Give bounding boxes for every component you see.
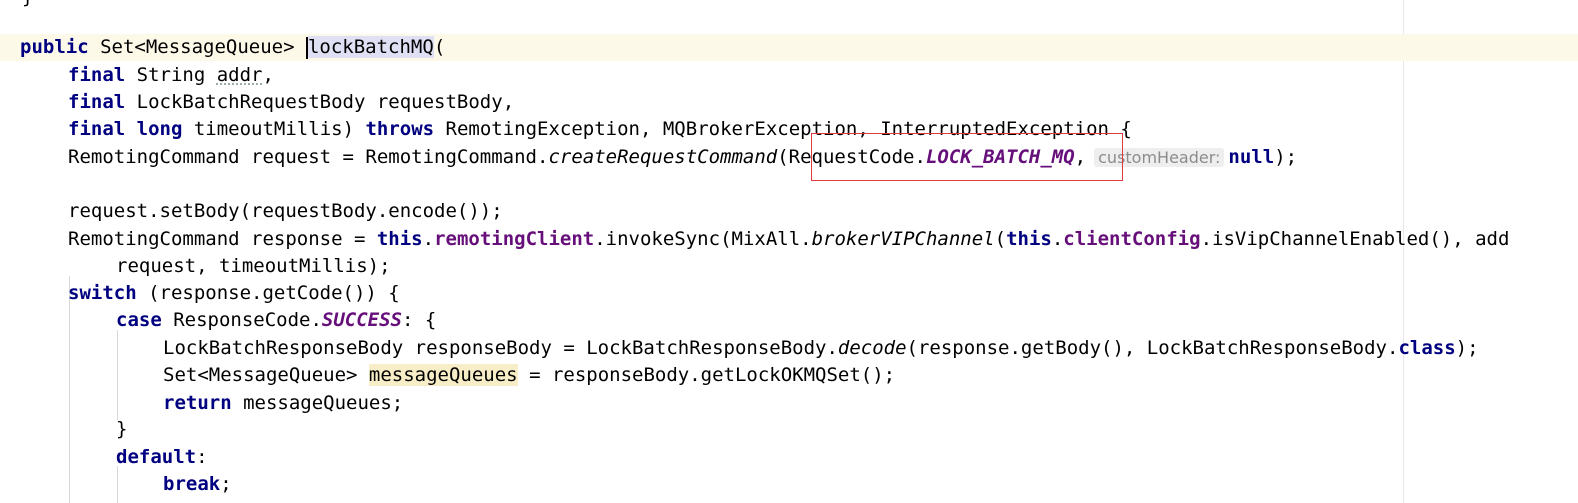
exceptions: RemotingException, MQBrokerException, In… [434, 118, 1132, 140]
keyword: class [1398, 337, 1456, 359]
param-type: String [125, 64, 217, 86]
code-text: request.setBody(requestBody.encode()); [68, 200, 503, 222]
code-line-param-addr[interactable]: final String addr, [0, 62, 1578, 89]
code-text: .isVipChannelEnabled(), add [1200, 228, 1510, 250]
dot: . [1051, 228, 1064, 250]
code-line-message-queues[interactable]: Set<MessageQueue> messageQueues = respon… [0, 362, 1578, 389]
keyword: this [376, 228, 423, 250]
keyword: final [68, 118, 126, 140]
static-method[interactable]: createRequestCommand [548, 146, 778, 168]
param-decl: LockBatchRequestBody requestBody, [125, 91, 515, 113]
code-text: RemotingCommand response = [68, 228, 377, 250]
comma: , [1074, 146, 1087, 168]
param-decl: timeoutMillis) [182, 118, 366, 140]
static-constant[interactable]: SUCCESS [321, 309, 402, 331]
code-line-set-body[interactable]: request.setBody(requestBody.encode()); [0, 198, 1578, 225]
code-line-close-case[interactable]: } [0, 416, 1578, 443]
code-text: = responseBody.getLockOKMQSet(); [517, 364, 896, 386]
keyword: default [116, 446, 197, 468]
text-caret [305, 36, 308, 59]
code-text: } [116, 418, 128, 440]
right-margin-guide [1403, 0, 1404, 503]
field-ref[interactable]: clientConfig [1063, 228, 1201, 250]
paren: ( [777, 146, 789, 168]
code-line-return[interactable]: return messageQueues; [0, 390, 1578, 417]
indent-guide [117, 466, 118, 503]
code-text: ); [1455, 337, 1479, 359]
code-line-decode[interactable]: LockBatchResponseBody responseBody = Loc… [0, 335, 1578, 362]
code-text: ; [220, 473, 232, 495]
highlight-box [811, 133, 1123, 181]
keyword: this [1006, 228, 1052, 250]
code-text: (response.getBody(), LockBatchResponseBo… [906, 337, 1399, 359]
parameter-hint: customHeader: [1094, 148, 1225, 167]
code-line-switch[interactable]: switch (response.getCode()) { [0, 280, 1578, 307]
dot: . [422, 228, 435, 250]
keyword: return [163, 392, 232, 414]
code-text: .invokeSync(MixAll. [594, 228, 812, 250]
keyword: throws [365, 118, 435, 140]
return-type: Set<MessageQueue> [88, 36, 306, 58]
code-line-param-requestbody[interactable]: final LockBatchRequestBody requestBody, [0, 89, 1578, 116]
static-method[interactable]: decode [837, 337, 907, 359]
code-line-break[interactable]: break; [0, 471, 1578, 498]
code-line-param-timeout[interactable]: final long timeoutMillis) throws Remotin… [0, 116, 1578, 143]
code-text: : [196, 446, 208, 468]
code-text: LockBatchResponseBody responseBody = Loc… [163, 337, 838, 359]
code-line-case-success[interactable]: case ResponseCode.SUCCESS: { [0, 307, 1578, 334]
keyword: null [1228, 146, 1275, 168]
keyword: public [20, 36, 89, 58]
code-text: Set<MessageQueue> [163, 364, 369, 386]
closing-brace: } [22, 0, 33, 8]
keyword: final [68, 91, 126, 113]
code-text: RemotingCommand request = RemotingComman… [68, 146, 549, 168]
indent-guide [117, 330, 118, 420]
code-line-create-request[interactable]: RemotingCommand request = RemotingComman… [0, 144, 1578, 171]
field-ref[interactable]: remotingClient [434, 228, 595, 250]
comma: , [262, 64, 274, 86]
code-text: (response.getCode()) { [136, 282, 400, 304]
method-name[interactable]: lockBatchMQ [307, 36, 434, 58]
class-ref: ResponseCode. [161, 309, 322, 331]
code-text: ); [1274, 146, 1298, 168]
code-text: request, timeoutMillis); [116, 255, 391, 277]
keyword: long [136, 118, 183, 140]
keyword: case [116, 309, 162, 331]
indent-guide [69, 276, 70, 503]
static-constant[interactable]: LOCK_BATCH_MQ [925, 146, 1075, 168]
paren: ( [433, 36, 446, 58]
code-line-default[interactable]: default: [0, 444, 1578, 471]
keyword: final [68, 64, 126, 86]
variable-occurrence[interactable]: messageQueues [368, 364, 518, 386]
code-line-invoke-sync[interactable]: RemotingCommand response = this.remoting… [0, 226, 1578, 253]
param-name-addr[interactable]: addr [216, 64, 263, 86]
code-text: messageQueues; [231, 392, 404, 414]
static-method[interactable]: brokerVIPChannel [811, 228, 995, 250]
code-line-invoke-args[interactable]: request, timeoutMillis); [0, 253, 1578, 280]
class-ref: RequestCode. [788, 146, 926, 168]
code-line-method-signature[interactable]: public Set<MessageQueue> lockBatchMQ( [0, 34, 1578, 61]
keyword: break [163, 473, 221, 495]
keyword: switch [68, 282, 137, 304]
paren: ( [994, 228, 1007, 250]
code-text: : { [402, 309, 437, 331]
